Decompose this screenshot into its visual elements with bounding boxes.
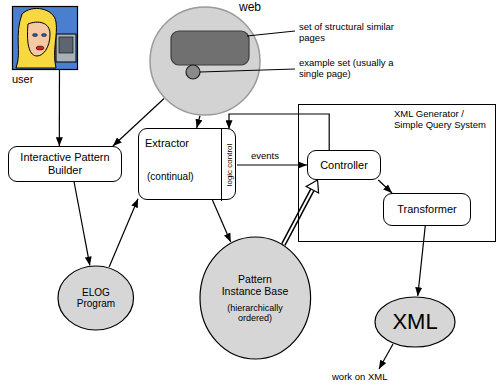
node-text: XML — [392, 309, 437, 334]
page-set — [171, 31, 249, 65]
process-box: Interactive Pattern Builder — [8, 146, 122, 182]
connector-line — [197, 116, 200, 128]
node-text: Transformer — [397, 203, 457, 216]
user-icon: user — [12, 6, 78, 70]
node-text: XML Generator / Simple Query System — [394, 109, 492, 131]
callout-label: set of structural similar pages — [299, 22, 417, 44]
system-frame: XML Generator / Simple Query SystemContr… — [298, 104, 496, 242]
process-box: Transformer — [383, 193, 471, 226]
connector — [229, 114, 329, 150]
connector-line — [59, 70, 60, 146]
connector — [59, 70, 60, 146]
connector — [197, 116, 200, 128]
node-text: Pattern Instance Base — [220, 273, 290, 297]
web-circle: web — [149, 6, 261, 116]
node-text: user — [12, 73, 33, 86]
callout-label: example set (usually a single page) — [299, 58, 411, 80]
leader-line — [247, 31, 295, 36]
callout-label: work on XML — [332, 372, 387, 383]
connector — [237, 165, 307, 166]
connector-line — [378, 180, 392, 193]
process-box: Controller — [307, 150, 381, 180]
node-text: logic control — [222, 129, 238, 201]
connector — [283, 180, 318, 244]
user-illustration — [12, 6, 78, 70]
connector — [109, 199, 138, 267]
node-text: Interactive Pattern Builder — [15, 151, 115, 176]
connector-line — [212, 200, 230, 242]
leader-line — [200, 69, 295, 72]
connector-line — [418, 226, 425, 296]
process-box: Extractor (continual) logic control — [138, 128, 236, 200]
data-store: Pattern Instance Base (hierarchically ord… — [199, 236, 312, 360]
connector — [418, 226, 425, 296]
hollow-arrowhead — [306, 180, 318, 193]
node-text: web — [239, 1, 261, 15]
connector-line — [237, 164, 307, 165]
ellipse-outline — [199, 236, 312, 360]
connector — [212, 200, 230, 242]
node-text: (hierarchically ordered) — [217, 303, 293, 324]
logic-strip: logic control — [221, 129, 237, 201]
data-ellipse: ELOG Program — [57, 265, 135, 331]
edge-label: events — [250, 150, 280, 161]
web-illustration — [149, 6, 261, 116]
example-page — [186, 65, 200, 79]
connector-line — [229, 114, 329, 150]
connector-line — [109, 199, 138, 267]
output-ellipse: XML — [374, 296, 456, 348]
output-arrow — [379, 344, 393, 369]
connector — [378, 180, 392, 193]
node-text: ELOG Program — [71, 287, 121, 310]
connector-line — [74, 182, 90, 265]
node-text: Controller — [320, 159, 368, 172]
node-text: (continual) — [147, 171, 194, 183]
connector — [74, 182, 90, 265]
node-text: Extractor — [145, 137, 189, 150]
